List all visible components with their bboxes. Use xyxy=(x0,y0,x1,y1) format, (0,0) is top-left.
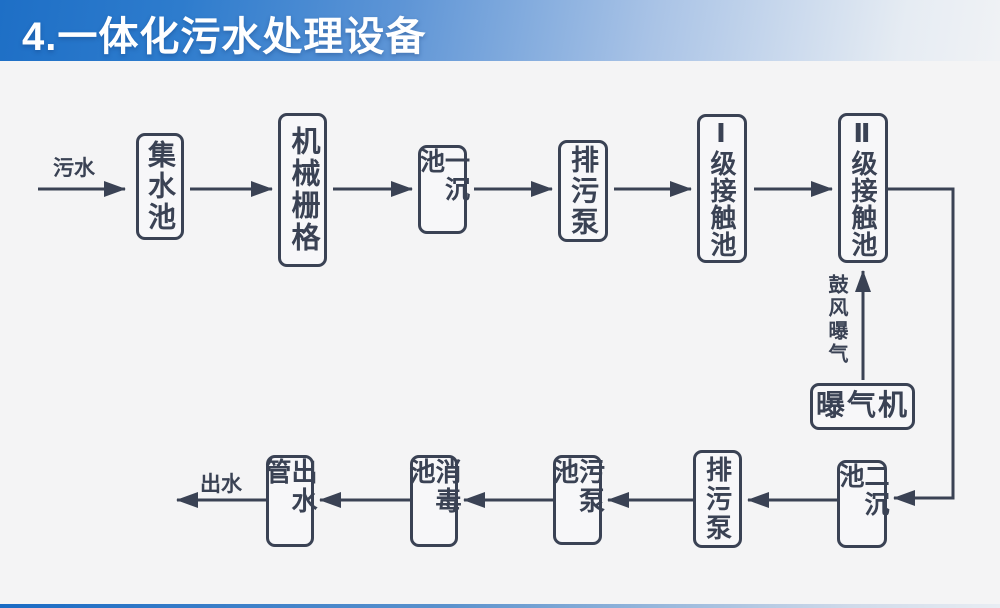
node-sludge-pump-tank: 污泵池 xyxy=(549,455,606,545)
arrow-contact2-to-secondary-tank xyxy=(888,187,955,506)
node-outlet-pipe-label: 出水管 xyxy=(262,458,318,516)
node-level-2-contact-tank: Ⅱ级接触池 xyxy=(838,113,888,263)
node-mechanical-grid-label: 机械栅格 xyxy=(287,126,319,254)
bottom-accent-bar xyxy=(0,604,1000,608)
node-aerator: 曝气机 xyxy=(810,383,915,430)
node-sewage-pump-top: 排污泵 xyxy=(558,140,608,242)
node-sewage-pump-top-label: 排污泵 xyxy=(568,144,599,238)
node-sewage-pump-bottom-label: 排污泵 xyxy=(702,455,733,543)
aeration-label: 鼓风曝气 xyxy=(825,274,847,366)
node-sewage-pump-bottom: 排污泵 xyxy=(693,450,742,548)
node-disinfection-tank: 消毒池 xyxy=(406,455,462,547)
node-aerator-label: 曝气机 xyxy=(815,390,909,422)
node-level-1-contact-tank: Ⅰ级接触池 xyxy=(697,114,747,263)
node-disinfection-tank-label: 消毒池 xyxy=(406,458,462,516)
inflow-label: 污水 xyxy=(53,157,95,180)
node-primary-sedimentation-tank: 一沉池 xyxy=(416,145,470,234)
node-level-2-contact-tank-label: Ⅱ级接触池 xyxy=(848,118,878,258)
node-primary-sedimentation-tank-label: 一沉池 xyxy=(416,148,470,204)
node-collection-tank: 集水池 xyxy=(136,133,184,240)
node-outlet-pipe: 出水管 xyxy=(262,455,318,547)
page-title: 4.一体化污水处理设备 xyxy=(22,15,427,59)
title-bar: 4.一体化污水处理设备 xyxy=(0,0,1000,61)
process-flow-diagram: 污水 出水 鼓风曝气 集水池 机械栅格 一沉池 排污泵 Ⅰ级接触池 Ⅱ级接触池 … xyxy=(0,61,1000,604)
flow-arrows-svg xyxy=(38,181,955,508)
node-collection-tank-label: 集水池 xyxy=(145,140,176,233)
node-mechanical-grid: 机械栅格 xyxy=(278,113,327,267)
node-secondary-sedimentation-tank: 二沉池 xyxy=(836,460,889,548)
node-secondary-sedimentation-tank-label: 二沉池 xyxy=(836,463,889,519)
node-sludge-pump-tank-label: 污泵池 xyxy=(549,458,606,516)
outflow-label: 出水 xyxy=(200,473,242,496)
node-level-1-contact-tank-label: Ⅰ级接触池 xyxy=(707,119,737,258)
